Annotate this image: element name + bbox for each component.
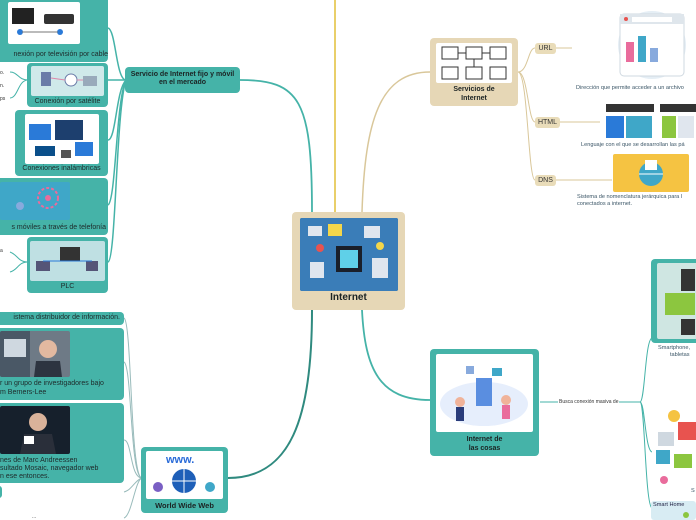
side-note-3: ps [0,96,6,102]
side-note-2: n. [0,83,5,89]
smartphone-icon [657,263,696,339]
note-andreessen-line3: n ese entonces. [0,473,50,480]
note-berners-lee[interactable]: r un grupo de investigadores bajo m Bern… [0,328,124,400]
node-iot-line1: Internet de [466,436,503,443]
note-berners-lee-line1: r un grupo de investigadores bajo [0,380,104,387]
node-plc[interactable]: PLC [27,237,108,293]
smartphones-caption: Smartphone, [658,345,691,351]
note-distributor[interactable]: istema distribuidor de información. [0,312,124,325]
html-description: Lenguaje con el que se desarrollan las p… [581,142,685,148]
node-plc-label: PLC [60,283,75,290]
network-servers-icon [436,43,512,83]
satellite-icon [31,66,104,96]
note-andreessen[interactable]: nes de Marc Andreessen sultado Mosaic, n… [0,403,124,483]
tag-dns[interactable]: DNS [535,175,556,186]
iot-edge-label: Busca conexión masiva de [558,399,620,405]
iot-people-icon [436,354,533,432]
node-services-line1: Servicios de [453,86,495,93]
url-browser-image [612,8,690,82]
www-globe-icon: www. [146,451,223,499]
node-cable-tv[interactable]: nexión por televisión por cable [0,0,108,62]
devices-icon [25,114,99,164]
berners-lee-photo [0,331,70,377]
node-www[interactable]: www. World Wide Web [141,447,228,513]
node-mobile-label: s móviles a través de telefonía [11,224,106,231]
node-internet-center[interactable]: Internet [292,212,405,310]
dns-description-line1: Sistema de nomenclatura jerárquica para … [577,194,683,200]
node-iot-line2: las cosas [468,445,501,452]
note-berners-lee-line2: m Berners-Lee [0,389,47,396]
tv-router-icon [8,2,80,44]
internet-devices-icon [300,218,398,291]
node-wireless-label: Conexiones inalámbricas [22,165,101,172]
node-satellite-label: Conexión por satélite [34,98,101,105]
smart-home-card[interactable]: Smart Home [651,501,696,520]
node-smartphones[interactable] [651,259,696,343]
node-cable-tv-label: nexión por televisión por cable [13,51,108,58]
tag-html[interactable]: HTML [535,117,560,128]
tablets-caption: tabletas [670,352,690,358]
smart-home-image [652,404,696,488]
node-www-label: World Wide Web [155,501,214,510]
plc-icon [30,241,105,281]
smart-home-label: Smart Home [653,502,685,508]
html-pages-image [604,102,696,140]
tag-url[interactable]: URL [535,43,556,54]
url-description: Dirección que permite acceder a un archi… [576,85,684,91]
smart-home-dot-icon [683,512,689,518]
note-stub[interactable] [0,486,2,498]
svg-text:www.: www. [165,454,194,466]
bottom-note: ... [32,514,37,520]
node-internet-label: Internet [330,292,367,303]
note-andreessen-line1: nes de Marc Andreessen [0,457,78,464]
dns-description-line2: conectados a internet. [577,201,633,207]
s-caption: S [691,488,695,494]
node-services-line2: Internet [461,95,487,102]
node-wireless[interactable]: Conexiones inalámbricas [15,110,108,176]
mobile-network-icon [0,182,70,220]
side-note-4: a [0,248,3,254]
node-fixed-mobile-service-label: Servicio de Internet fijo y móvil en el … [130,71,235,86]
side-note-1: o. [0,70,5,76]
note-andreessen-line2: sultado Mosaic, navegador web [0,465,99,472]
node-mobile[interactable]: s móviles a través de telefonía [0,178,108,235]
node-fixed-mobile-service[interactable]: Servicio de Internet fijo y móvil en el … [125,67,240,93]
node-satellite[interactable]: Conexión por satélite [27,63,108,107]
node-iot[interactable]: Internet de las cosas [430,349,539,456]
andreessen-photo [0,406,70,454]
note-distributor-text: istema distribuidor de información. [13,314,120,321]
dns-image [613,154,689,192]
node-services[interactable]: Servicios de Internet [430,38,518,106]
